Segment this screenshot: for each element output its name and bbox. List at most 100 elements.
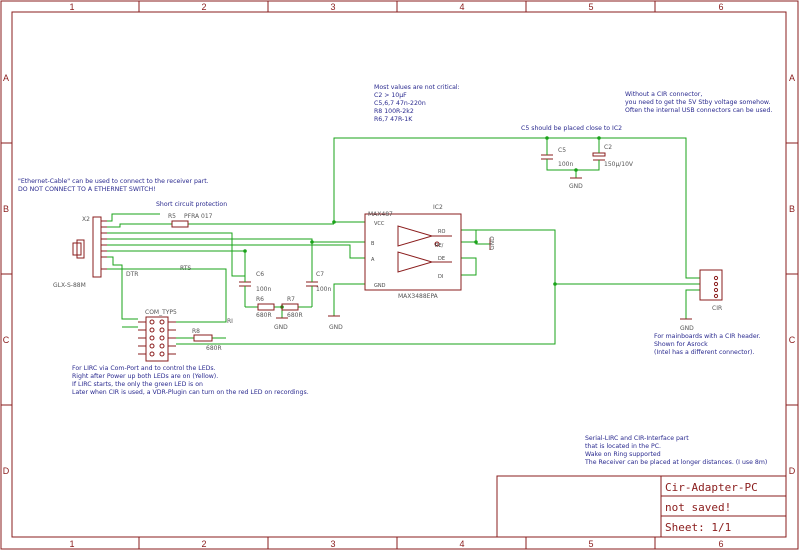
svg-text:you need to get the 5V Stby vo: you need to get the 5V Stby voltage some… bbox=[625, 99, 770, 106]
svg-text:Most values are not critical:: Most values are not critical: bbox=[374, 84, 460, 91]
r6-ref: R6 bbox=[256, 296, 264, 303]
r5-ref: R5 bbox=[168, 213, 176, 220]
col-label-top-6: 6 bbox=[718, 2, 723, 12]
svg-text:Often the internal USB connect: Often the internal USB connectors can be… bbox=[625, 107, 772, 114]
r6-resistor: R6 680R bbox=[256, 296, 275, 319]
gnd-symbol-top: GND bbox=[569, 177, 583, 190]
svg-text:Wake on Ring supported: Wake on Ring supported bbox=[585, 451, 661, 458]
r8-value: 680R bbox=[206, 345, 222, 352]
r5-resistor: R5 PFRA 017 bbox=[168, 213, 213, 228]
lirc-note: For LIRC via Com-Port and to control the… bbox=[72, 365, 309, 396]
title-text: Cir-Adapter-PC bbox=[665, 481, 758, 494]
svg-text:that is located in the PC.: that is located in the PC. bbox=[585, 443, 661, 450]
col-label-bottom-3: 3 bbox=[330, 539, 335, 549]
row-ticks bbox=[1, 142, 798, 406]
r7-resistor: R7 680R bbox=[281, 296, 303, 319]
row-label-right-d: D bbox=[789, 466, 796, 476]
c6-ref: C6 bbox=[256, 271, 264, 278]
row-label-left-a: A bbox=[3, 73, 9, 83]
gnd-symbol-cir: GND bbox=[680, 318, 694, 332]
col-label-bottom-1: 1 bbox=[69, 539, 74, 549]
ic2-pin-vcc: VCC bbox=[374, 221, 385, 227]
c2-value: 150µ/10V bbox=[604, 161, 634, 168]
ic2-part: MAX3488EPA bbox=[398, 293, 439, 300]
c2-ref: C2 bbox=[604, 144, 612, 151]
cir-ref: CIR bbox=[712, 305, 722, 312]
gnd-label-r6r7: GND bbox=[274, 324, 288, 331]
row-label-right-a: A bbox=[789, 73, 795, 83]
svg-text:R6,7 47R-1K: R6,7 47R-1K bbox=[374, 116, 413, 123]
c5-value: 100n bbox=[558, 161, 573, 168]
svg-text:C5,6,7 47n-220n: C5,6,7 47n-220n bbox=[374, 100, 426, 107]
ic2-pin-gnd: GND bbox=[374, 283, 386, 289]
ic2-pin-re: RE/ bbox=[435, 243, 444, 249]
row-label-left-c: C bbox=[3, 335, 10, 345]
com-header: COM_TYP5 bbox=[138, 309, 177, 362]
col-label-bottom-2: 2 bbox=[201, 539, 206, 549]
ic2-pin-b: B bbox=[371, 241, 375, 247]
status-text: not saved! bbox=[665, 501, 731, 514]
svg-text:"Ethernet-Cable" can be used t: "Ethernet-Cable" can be used to connect … bbox=[18, 178, 209, 185]
ic2-pin-a: A bbox=[371, 257, 375, 263]
svg-text:If LIRC starts, the only the g: If LIRC starts, the only the green LED i… bbox=[72, 381, 203, 388]
svg-text:The Receiver can be placed at: The Receiver can be placed at longer dis… bbox=[584, 459, 767, 466]
c5-ref: C5 bbox=[558, 147, 566, 154]
col-label-bottom-4: 4 bbox=[459, 539, 464, 549]
ethernet-note: "Ethernet-Cable" can be used to connect … bbox=[18, 178, 209, 193]
com-ref: COM_TYP5 bbox=[145, 309, 177, 316]
gnd-symbol-ic: GND bbox=[328, 315, 343, 331]
r8-ref: R8 bbox=[192, 328, 200, 335]
gnd-symbol-r6r7: GND bbox=[274, 317, 288, 331]
svg-text:DO NOT CONNECT TO A ETHERNET S: DO NOT CONNECT TO A ETHERNET SWITCH! bbox=[18, 186, 156, 193]
mainboard-note: For mainboards with a CIR header. Shown … bbox=[654, 333, 761, 356]
row-label-left-b: B bbox=[3, 204, 9, 214]
col-label-top-5: 5 bbox=[588, 2, 593, 12]
ic2-pin-de: DE bbox=[438, 256, 445, 262]
ic2-pin-di: DI bbox=[438, 274, 443, 280]
values-note: Most values are not critical: C2 > 10µF … bbox=[374, 84, 460, 123]
column-ticks bbox=[138, 1, 656, 549]
title-block: Cir-Adapter-PC not saved! Sheet: 1/1 bbox=[496, 475, 787, 538]
svg-text:Without a CIR connector,: Without a CIR connector, bbox=[625, 91, 702, 98]
c2-capacitor: C2 150µ/10V bbox=[592, 144, 634, 168]
sheet-text: Sheet: 1/1 bbox=[665, 521, 731, 534]
net-ri: RI bbox=[227, 318, 233, 325]
svg-text:Later when CIR is used, a VDR-: Later when CIR is used, a VDR-Plugin can… bbox=[72, 389, 309, 396]
r7-ref: R7 bbox=[287, 296, 295, 303]
c5-note: C5 should be placed close to IC2 bbox=[521, 125, 622, 132]
gnd-symbol-ic-right: GND bbox=[489, 236, 496, 250]
ic2-max487: MAX487 IC2 MAX3488EPA VCC B A GND RO RE/… bbox=[364, 204, 462, 300]
svg-text:R8 100R-2k2: R8 100R-2k2 bbox=[374, 108, 414, 115]
gnd-label-top: GND bbox=[569, 183, 583, 190]
row-label-right-c: C bbox=[789, 335, 796, 345]
c7-value: 100n bbox=[316, 286, 331, 293]
row-label-left-d: D bbox=[3, 466, 10, 476]
svg-text:(Intel has a different connect: (Intel has a different connector). bbox=[654, 349, 754, 356]
col-label-top-3: 3 bbox=[330, 2, 335, 12]
r7-value: 680R bbox=[287, 312, 303, 319]
col-label-bottom-6: 6 bbox=[718, 539, 723, 549]
r8-resistor: R8 680R bbox=[192, 328, 222, 352]
r6-value: 680R bbox=[256, 312, 272, 319]
gnd-label-ic-right: GND bbox=[489, 236, 496, 250]
c7-ref: C7 bbox=[316, 271, 324, 278]
r5-value: PFRA 017 bbox=[184, 213, 213, 220]
x2-connector: X2 GLX-S-88M bbox=[53, 216, 107, 289]
cir-connector: CIR bbox=[699, 269, 723, 312]
col-label-top-2: 2 bbox=[201, 2, 206, 12]
col-label-top-1: 1 bbox=[69, 2, 74, 12]
gnd-label-cir: GND bbox=[680, 325, 694, 332]
ic2-name: MAX487 bbox=[368, 211, 393, 218]
x2-ref: X2 bbox=[82, 216, 90, 223]
row-label-right-b: B bbox=[789, 204, 795, 214]
c6-value: 100n bbox=[256, 286, 271, 293]
wires bbox=[107, 137, 700, 345]
svg-text:For mainboards with a CIR head: For mainboards with a CIR header. bbox=[654, 333, 761, 340]
svg-text:Serial-LIRC and CIR-Interface: Serial-LIRC and CIR-Interface part bbox=[585, 435, 689, 442]
net-rts: RTS bbox=[180, 265, 191, 272]
ic2-ref: IC2 bbox=[433, 204, 443, 211]
summary-note: Serial-LIRC and CIR-Interface part that … bbox=[584, 435, 767, 466]
svg-text:Shown for Asrock: Shown for Asrock bbox=[654, 341, 708, 348]
